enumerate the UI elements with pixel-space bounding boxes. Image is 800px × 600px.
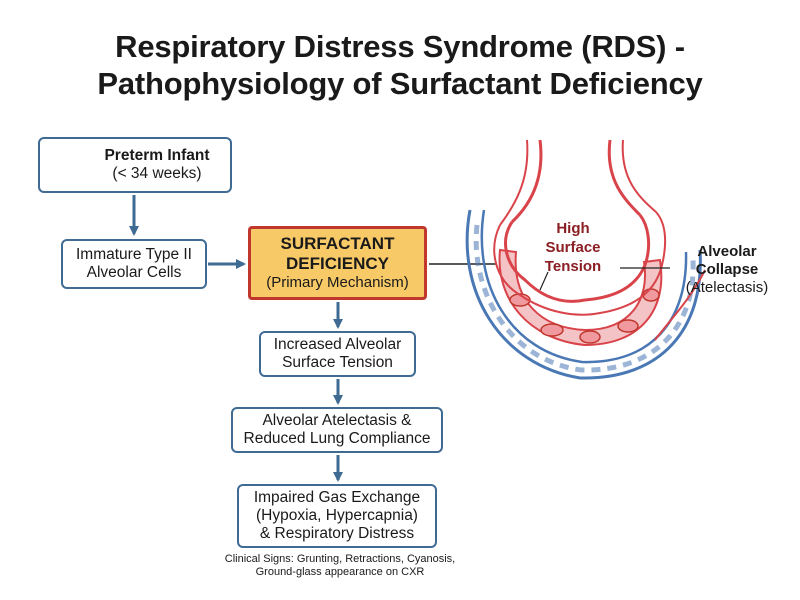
- capillary-outer-wall: [465, 209, 702, 380]
- ht-line-2: Surface: [545, 239, 601, 256]
- gas-exchange-box: Impaired Gas Exchange (Hypoxia, Hypercap…: [237, 484, 437, 548]
- leader-high-tension: [539, 271, 549, 291]
- collapsed-alveolus: [504, 214, 651, 303]
- collapsed-alveolus-outer: [493, 211, 667, 316]
- immature-cells-box: Immature Type II Alveolar Cells: [61, 239, 207, 289]
- surfactant-deficiency-box: SURFACTANT DEFICIENCY (Primary Mechanism…: [248, 226, 427, 300]
- surfactant-line-1: SURFACTANT: [280, 234, 395, 253]
- vessel-branch: [654, 269, 706, 341]
- alveolar-wall-tissue: [498, 248, 663, 347]
- capillary-inner-wall: [480, 209, 688, 364]
- alveolus-illustration: [465, 139, 706, 380]
- title-line-2: Pathophysiology of Surfactant Deficiency: [97, 66, 703, 101]
- collapse-line-1: Alveolar: [697, 243, 757, 260]
- clinical-signs-note: Clinical Signs: Grunting, Retractions, C…: [180, 553, 500, 579]
- ht-line-1: High: [556, 220, 590, 237]
- alveolar-collapse-label: Alveolar Collapse (Atelectasis): [672, 243, 782, 297]
- collapse-line-3: (Atelectasis): [685, 279, 769, 296]
- preterm-subtitle: (< 34 weeks): [112, 165, 202, 182]
- surfactant-line-2: DEFICIENCY: [286, 254, 389, 273]
- airway-duct-outer-left: [499, 139, 529, 226]
- surfactant-line-3: (Primary Mechanism): [266, 274, 409, 291]
- airway-duct-outer-right: [621, 139, 657, 213]
- airway-duct-right: [607, 139, 642, 217]
- clinical-line-1: Clinical Signs: Grunting, Retractions, C…: [224, 553, 456, 565]
- atelectasis-line-2: Reduced Lung Compliance: [243, 430, 431, 447]
- clinical-line-2: Ground-glass appearance on CXR: [255, 566, 425, 578]
- preterm-infant-box: Preterm Infant (< 34 weeks): [38, 137, 232, 193]
- immature-line-1: Immature Type II: [75, 246, 192, 263]
- immature-line-2: Alveolar Cells: [86, 264, 182, 281]
- atelectasis-line-1: Alveolar Atelectasis &: [262, 412, 412, 429]
- gas-line-1: Impaired Gas Exchange: [253, 489, 421, 506]
- title-line-1: Respiratory Distress Syndrome (RDS) -: [115, 29, 685, 64]
- surface-tension-box: Increased Alveolar Surface Tension: [259, 331, 416, 377]
- preterm-title: Preterm Infant: [104, 147, 210, 164]
- atelectasis-box: Alveolar Atelectasis & Reduced Lung Comp…: [231, 407, 443, 453]
- airway-duct-left: [510, 139, 543, 224]
- tension-line-2: Surface Tension: [282, 354, 393, 371]
- ht-line-3: Tension: [544, 258, 602, 275]
- capillary-cells: [473, 224, 696, 373]
- tension-line-1: Increased Alveolar: [273, 336, 402, 353]
- gas-line-2: (Hypoxia, Hypercapnia): [256, 507, 418, 524]
- high-surface-tension-label: High Surface Tension: [528, 219, 618, 276]
- gas-line-3: & Respiratory Distress: [259, 525, 415, 542]
- page-title: Respiratory Distress Syndrome (RDS) - Pa…: [0, 28, 800, 102]
- collapse-line-2: Collapse: [695, 261, 759, 278]
